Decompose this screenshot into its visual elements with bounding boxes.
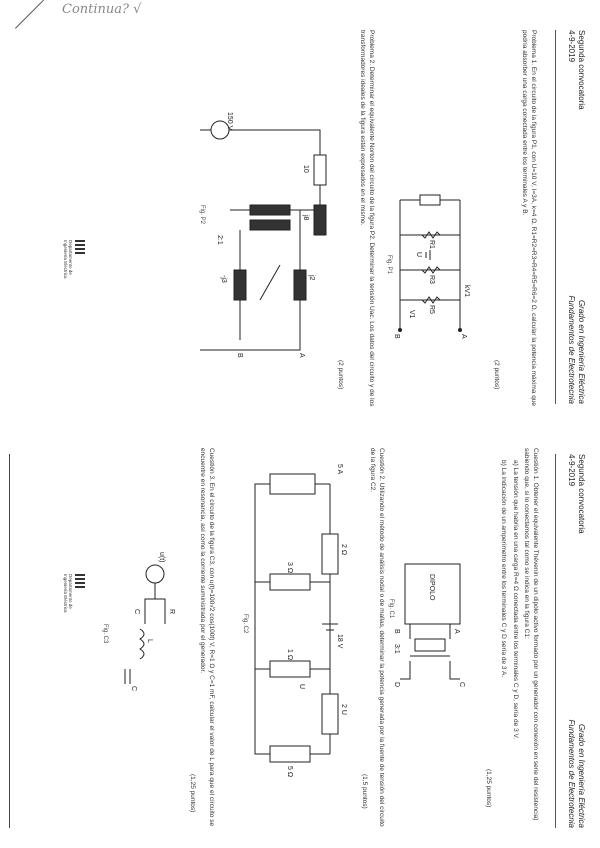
logo-text: Departamento de Ingeniería Eléctrica	[63, 574, 73, 613]
figure-c2-circuit: 5 A 2 Ω 3 Ω 18 V 1 Ω U 2 U 5 Ω	[254, 464, 347, 777]
label-dipolo: DIPOLO	[428, 574, 435, 601]
label-r1: R1	[428, 240, 435, 249]
label-r1: 10	[302, 165, 309, 173]
label-r3: j2	[308, 274, 315, 281]
label-a: A	[298, 353, 305, 358]
label-r3: R3	[428, 275, 435, 284]
handwritten-note: Continua? √	[62, 2, 142, 17]
label-ratio: 3:1	[393, 644, 400, 654]
label-b: B	[236, 353, 243, 358]
figure-p1-circuit: A B R1 R3 R5 U kV1 V1	[393, 194, 470, 339]
label-u: U	[415, 252, 422, 257]
figure-c3-label: Fig. C3	[102, 624, 108, 644]
label-kv: kV1	[463, 285, 470, 297]
label-3ohm: 3 Ω	[286, 562, 293, 573]
label-source: 150 V	[226, 112, 233, 131]
label-c2: C	[130, 686, 137, 691]
label-2u: 2 U	[340, 704, 347, 715]
terminal-a	[458, 328, 462, 332]
label-d: D	[393, 682, 400, 687]
logo-text: Departamento de Ingeniería Eléctrica	[63, 240, 73, 279]
label-a: A	[460, 334, 467, 339]
label-r5: R5	[428, 305, 435, 314]
label-a: A	[453, 629, 460, 634]
department-logo: Departamento de Ingeniería Eléctrica	[63, 574, 85, 614]
label-2ohm: 2 Ω	[340, 544, 347, 555]
label-r: R	[168, 609, 175, 614]
figure-c1-circuit: DIPOLO 3:1 A B C D	[393, 563, 465, 687]
label-5a: 5 A	[336, 464, 343, 474]
figure-c3-circuit: u(t) R C L C	[124, 552, 175, 691]
divider	[9, 454, 10, 828]
label-b: B	[393, 629, 400, 634]
label-ut: u(t)	[158, 552, 165, 563]
label-v1: V1	[408, 310, 415, 319]
label-l: L	[146, 639, 153, 643]
figure-p2-circuit: 150 V 10 j8 j2 -j3 2:1 A B	[200, 112, 327, 358]
terminal-b	[398, 328, 402, 332]
label-18v: 18 V	[336, 634, 343, 649]
label-r2: j8	[302, 214, 309, 221]
label-c1: C	[133, 609, 140, 614]
label-r4: -j3	[220, 275, 227, 283]
label-c: C	[458, 682, 465, 687]
label-ratio: 2:1	[216, 235, 223, 245]
figure-p2-label: Fig. P2	[199, 205, 205, 225]
label-b: B	[393, 334, 400, 339]
department-logo: Departamento de Ingeniería Eléctrica	[63, 240, 85, 280]
label-u: U	[298, 684, 305, 689]
label-1ohm: 1 Ω	[286, 649, 293, 660]
label-5ohm: 5 Ω	[286, 766, 293, 777]
